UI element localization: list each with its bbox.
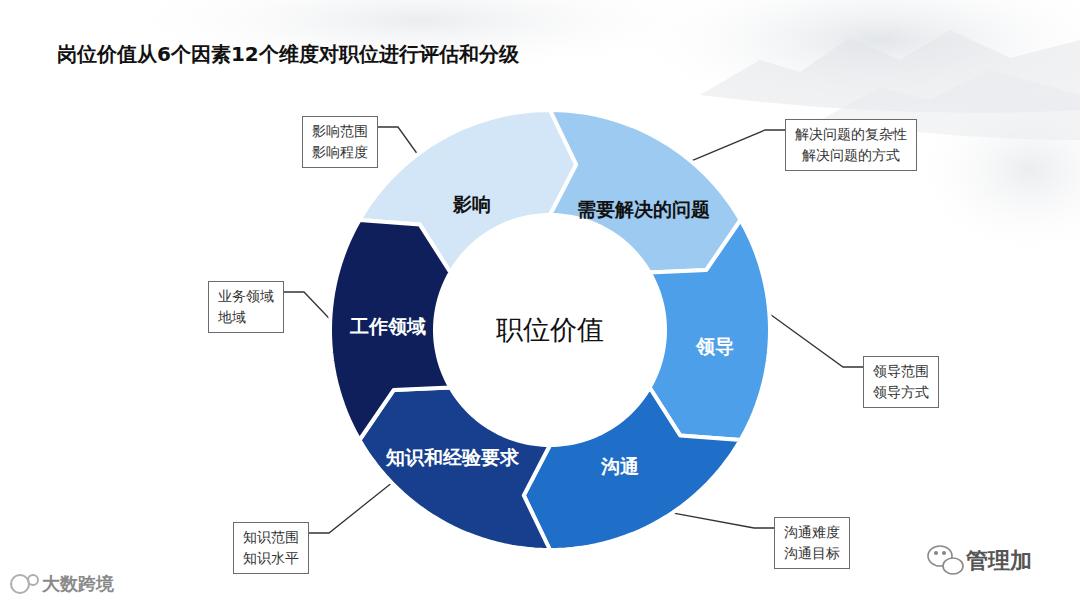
center-label: 职位价值 (496, 312, 604, 348)
ring-segment: 工作领域 (327, 216, 454, 444)
callout-box: 解决问题的复杂性解决问题的方式 (785, 119, 917, 171)
callout-box: 影响范围影响程度 (302, 116, 378, 168)
callout-text: 影响范围 (312, 121, 368, 142)
watermark-label: 管理加 (966, 546, 1032, 576)
callout-text: 业务领域 (218, 286, 274, 307)
callout-box: 业务领域地域 (208, 281, 284, 333)
callout-box: 领导范围领导方式 (863, 356, 939, 408)
callout-box: 知识范围知识水平 (233, 522, 309, 574)
chevron-arc (550, 110, 741, 273)
leader-line (309, 484, 391, 533)
leader-line (284, 292, 329, 318)
callout-text: 知识范围 (243, 527, 299, 548)
callout-text: 领导范围 (873, 361, 929, 382)
callout-text: 知识水平 (243, 548, 299, 569)
leader-line (692, 130, 785, 161)
segment-label: 知识和经验要求 (386, 445, 519, 471)
segment-label: 领导 (696, 334, 734, 360)
callout-box: 沟通难度沟通目标 (774, 517, 850, 569)
watermark-label: 大数跨境 (42, 572, 114, 596)
center-disc-shape (437, 217, 663, 443)
leader-line (770, 315, 863, 367)
leader-line (378, 127, 417, 154)
wechat-icon (928, 546, 963, 574)
callout-text: 沟通难度 (784, 522, 840, 543)
watermark-logo (11, 575, 38, 593)
ring-segment: 沟通 (520, 384, 744, 553)
segment-shape (356, 384, 553, 553)
callout-text: 地域 (218, 307, 274, 328)
segment-label: 影响 (453, 192, 491, 218)
segment-label: 需要解决的问题 (577, 197, 710, 223)
leader-line (674, 513, 774, 528)
chevron-arc (650, 220, 770, 440)
chevron-arc (359, 388, 550, 551)
callout-text: 解决问题的方式 (795, 145, 907, 166)
chevron-arc (330, 220, 450, 440)
callout-text: 领导方式 (873, 382, 929, 403)
ring-segment: 需要解决的问题 (547, 107, 744, 276)
callout-text: 影响程度 (312, 142, 368, 163)
segment-shape (547, 107, 744, 276)
chevron-arc (524, 388, 741, 551)
callout-text: 解决问题的复杂性 (795, 124, 907, 145)
segment-label: 工作领域 (350, 314, 426, 340)
ring-segment: 知识和经验要求 (356, 384, 553, 553)
diagram-title: 岗位价值从6个因素12个维度对职位进行评估和分级 (57, 41, 519, 68)
callout-text: 沟通目标 (784, 543, 840, 564)
segment-label: 沟通 (601, 454, 639, 480)
